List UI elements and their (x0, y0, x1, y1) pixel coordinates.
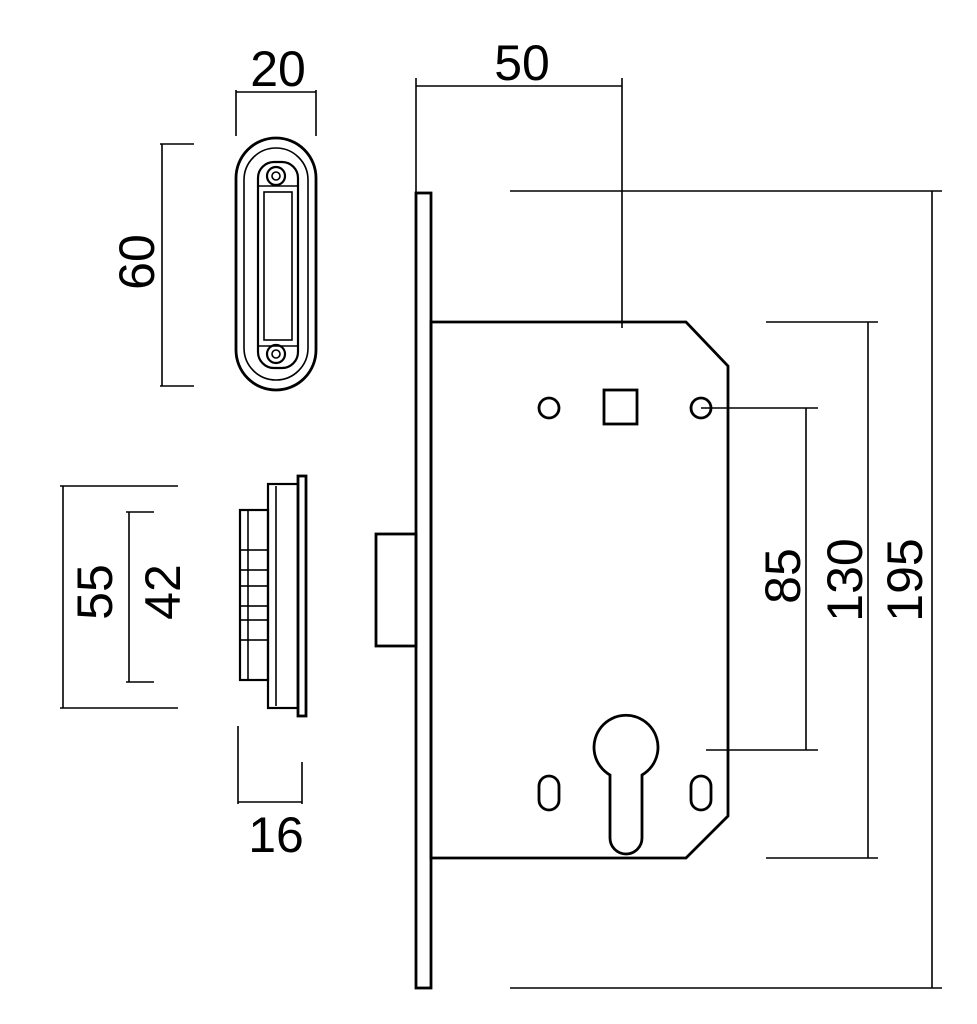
side-plate-body (266, 482, 300, 710)
dimension-center-distance: 85 (701, 407, 818, 751)
slot-hole-left (537, 774, 561, 812)
lock-case (429, 320, 730, 860)
latch-opening-inner (263, 191, 293, 341)
slot-hole-right (689, 774, 713, 812)
cylinder-profile (592, 713, 660, 856)
dim-label-plate-height: 60 (109, 234, 165, 290)
dim-label-faceplate-height: 195 (877, 538, 933, 621)
dimension-faceplate-height: 195 (510, 190, 942, 989)
side-rib-3 (239, 619, 269, 641)
faceplate (414, 191, 433, 990)
dimension-striker-depth: 16 (237, 726, 304, 863)
screw-hole-bottom-inner (271, 349, 281, 359)
follower-square (602, 388, 639, 426)
dim-label-center-distance: 85 (755, 548, 811, 604)
latch-bolt (374, 532, 418, 648)
dim-label-plate-width: 20 (250, 41, 306, 97)
dimension-plate-width: 20 (235, 41, 317, 136)
side-plate-face (296, 474, 308, 718)
dimension-striker-inner: 42 (126, 511, 191, 683)
side-rib-2 (239, 585, 269, 607)
dim-label-striker-inner: 42 (135, 564, 191, 620)
screw-hole-bottom (265, 343, 287, 365)
mortise-lock-body (374, 191, 730, 990)
latch-opening (256, 160, 300, 370)
dim-label-striker-depth: 16 (248, 807, 304, 863)
dimension-striker-outer: 55 (60, 485, 178, 709)
plate-inner-outline (243, 147, 309, 381)
screw-hole-top (265, 165, 287, 187)
dim-label-case-height: 130 (817, 538, 873, 621)
dimension-backset: 50 (415, 35, 623, 328)
dim-label-backset: 50 (494, 35, 550, 91)
side-box (238, 508, 270, 682)
striker-plate-side-view (238, 474, 308, 718)
side-rib-1 (239, 549, 269, 571)
striker-plate-front-view (234, 136, 318, 392)
dim-label-striker-outer: 55 (67, 564, 123, 620)
dimension-case-height: 130 (766, 321, 878, 859)
dimension-plate-height: 60 (109, 143, 194, 387)
screw-hole-top-inner (271, 171, 281, 181)
fixing-hole-left (537, 396, 561, 420)
plate-outline (234, 136, 318, 392)
